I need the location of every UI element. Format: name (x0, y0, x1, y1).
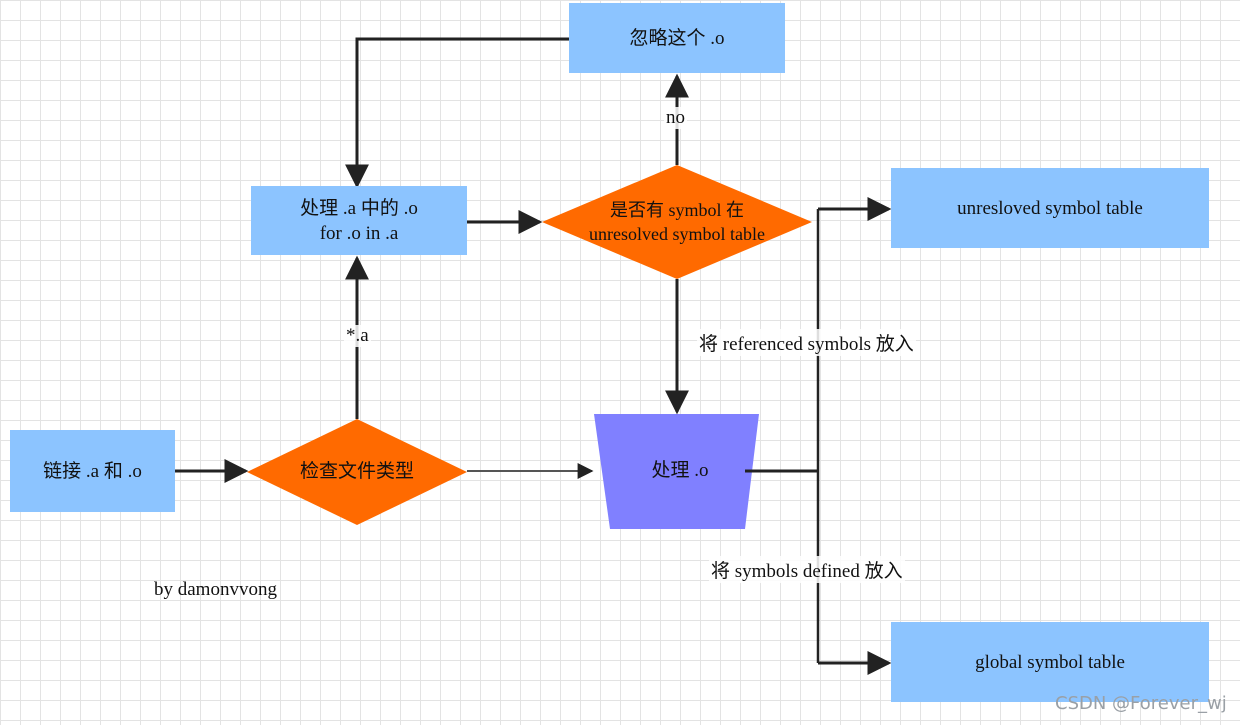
process-a-box[interactable]: 处理 .a 中的 .o for .o in .a (251, 186, 467, 255)
unresolved-table-label: unresloved symbol table (957, 197, 1143, 219)
process-a-label-line1: 处理 .a 中的 .o (300, 197, 418, 219)
unresolved-table-box[interactable]: unresloved symbol table (891, 168, 1209, 248)
edge-ignore-to-process-a (345, 37, 569, 189)
author-credit: by damonvvong (154, 579, 277, 600)
edge-label-defined: 将 symbols defined 放入 (709, 556, 905, 583)
global-table-label: global symbol table (975, 651, 1125, 673)
link-label: 链接 .a 和 .o (43, 460, 142, 482)
ignore-o-box[interactable]: 忽略这个 .o (569, 3, 785, 73)
process-o-trapezoid[interactable] (594, 414, 759, 529)
edge-label-referenced: 将 referenced symbols 放入 (697, 329, 916, 356)
edge-label-star-a: *.a (344, 325, 371, 347)
watermark: CSDN @Forever_wj (1055, 693, 1227, 714)
link-box[interactable]: 链接 .a 和 .o (10, 430, 175, 512)
check-type-diamond[interactable] (247, 419, 467, 525)
global-table-box[interactable]: global symbol table (891, 622, 1209, 702)
check-symbol-diamond[interactable] (542, 165, 812, 279)
process-a-label-line2: for .o in .a (319, 222, 399, 244)
ignore-o-label: 忽略这个 .o (629, 27, 725, 49)
edge-label-no: no (664, 107, 687, 129)
